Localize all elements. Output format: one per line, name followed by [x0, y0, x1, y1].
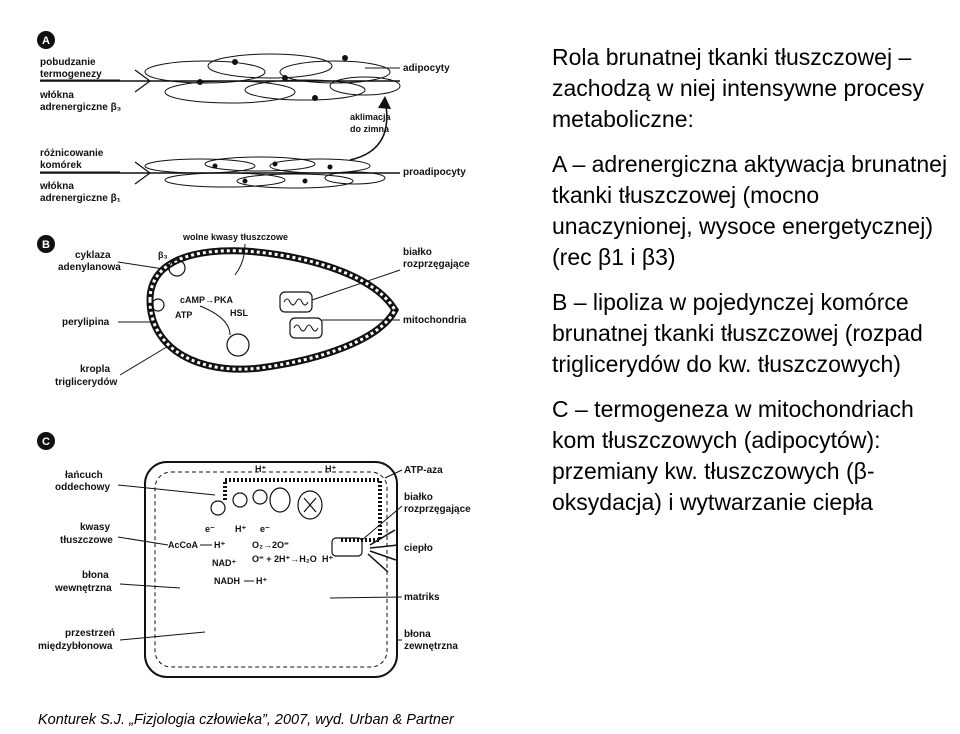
- label-przestrzen: przestrzeń: [65, 628, 115, 639]
- citation: Konturek S.J. „Fizjologia człowieka”, 20…: [38, 712, 454, 728]
- panel-a: A pobudzanie termogenezy włókna adrenerg…: [37, 31, 466, 204]
- mitochondria: [279, 291, 323, 339]
- hsl-enzyme-icon: [226, 333, 250, 357]
- inner-membrane: [223, 478, 382, 542]
- label-pobudzanie: pobudzanie: [40, 57, 96, 68]
- proadipocyte-cells: [144, 156, 386, 189]
- label-nadh: NADH: [214, 576, 240, 586]
- label-wolne-kwasy: wolne kwasy tłuszczowe: [182, 232, 288, 242]
- label-hplus-3: H⁺: [235, 524, 246, 534]
- intro-paragraph: Rola brunatnej tkanki tłuszczowej – zach…: [552, 44, 925, 132]
- label-cyklaza: cyklaza: [75, 250, 111, 261]
- respiratory-chain: [210, 487, 323, 520]
- label-adipocyty: adipocyty: [403, 63, 450, 74]
- adenylyl-cyclase-icon: [168, 259, 186, 277]
- label-rozprzegajace-b: rozprzęgające: [403, 259, 470, 270]
- acclimation-arrow: [349, 99, 388, 161]
- panel-b: B cyklaza adenylanowa perylipina kropla …: [37, 232, 470, 388]
- panel-c-letter: C: [42, 436, 50, 448]
- label-kropla: kropla: [80, 364, 110, 375]
- panel-c: C łańcuch oddechowy kwasy tłuszczowe bło…: [37, 432, 471, 678]
- label-hplus-5: H⁺: [256, 576, 267, 586]
- label-zewnetrzna: zewnętrzna: [404, 641, 458, 652]
- label-adrenergiczne-b3: adrenergiczne β₃: [40, 102, 122, 113]
- label-hsl: HSL: [230, 308, 249, 318]
- label-roznicowanie: różnicowanie: [40, 148, 104, 159]
- label-blona-zew: błona: [404, 629, 431, 640]
- item-a-paragraph: A – adrenergiczna aktywacja brunatnej tk…: [552, 151, 948, 270]
- label-blona-wew: błona: [82, 570, 109, 581]
- label-accoa: AcCoA: [168, 540, 199, 550]
- label-tluszczowe: tłuszczowe: [60, 535, 113, 546]
- perilipin-icon: [151, 298, 165, 312]
- label-termogenezy: termogenezy: [40, 69, 102, 80]
- label-eminus-2: e⁻: [260, 524, 270, 534]
- mitochondrion-outline: [144, 461, 398, 678]
- label-eminus-1: e⁻: [205, 524, 215, 534]
- label-nad: NAD⁺: [212, 558, 236, 568]
- label-water: O⁼ + 2H⁺→H₂O: [252, 554, 317, 564]
- panel-c-badge: [37, 432, 55, 450]
- panel-a-letter: A: [42, 35, 50, 47]
- label-beta3: β₃: [158, 250, 168, 260]
- label-wewnetrzna: wewnętrzna: [54, 583, 112, 594]
- diagram-figure: A pobudzanie termogenezy włókna adrenerg…: [37, 31, 471, 678]
- uncoupling-protein: [331, 537, 363, 557]
- item-b-paragraph: B – lipoliza w pojedynczej komórce bruna…: [552, 289, 923, 377]
- label-atp: ATP: [175, 310, 192, 320]
- label-oddechowy: oddechowy: [55, 482, 110, 493]
- panel-a-badge: [37, 31, 55, 49]
- item-c-paragraph: C – termogeneza w mitochondriach kom tłu…: [552, 396, 914, 515]
- label-cieplo: ciepło: [404, 543, 433, 554]
- description-column: Rola brunatnej tkanki tłuszczowej – zach…: [552, 42, 957, 518]
- label-adrenergiczne-b1: adrenergiczne β₁: [40, 193, 121, 204]
- label-atp-aza: ATP-aza: [404, 465, 443, 476]
- label-miedzyblonowa: międzybłonowa: [38, 641, 113, 652]
- label-komorek: komórek: [40, 160, 82, 171]
- heat-rays-icon: [367, 529, 399, 573]
- label-hplus-2: H⁺: [325, 464, 336, 474]
- label-wlokna-1: włókna: [39, 90, 74, 101]
- label-adenylanowa: adenylanowa: [58, 262, 121, 273]
- label-mitochondria: mitochondria: [403, 315, 467, 326]
- label-hplus-4: H⁺: [214, 540, 225, 550]
- label-perylipina: perylipina: [62, 317, 110, 328]
- label-bialko-c: białko: [404, 492, 433, 503]
- label-rozprzegajace-c: rozprzęgające: [404, 504, 471, 515]
- label-aklimacja: aklimacja: [350, 112, 392, 122]
- label-hplus-6: H⁺: [322, 554, 333, 564]
- label-camp-pka: cAMP→PKA: [180, 295, 234, 305]
- label-matriks: matriks: [404, 592, 440, 603]
- label-wlokna-2: włókna: [39, 181, 74, 192]
- label-triglicerydow: triglicerydów: [55, 377, 117, 388]
- label-proadipocyty: proadipocyty: [403, 167, 466, 178]
- label-o2: O₂→2O⁼: [252, 540, 289, 550]
- label-kwasy: kwasy: [80, 522, 110, 533]
- label-bialko-b: białko: [403, 247, 432, 258]
- label-do-zimna: do zimna: [350, 124, 390, 134]
- adipocyte-cells: [144, 53, 401, 104]
- panel-b-badge: [37, 235, 55, 253]
- label-hplus-1: H⁺: [255, 464, 266, 474]
- label-lancuch: łańcuch: [65, 470, 103, 481]
- panel-b-letter: B: [42, 239, 50, 251]
